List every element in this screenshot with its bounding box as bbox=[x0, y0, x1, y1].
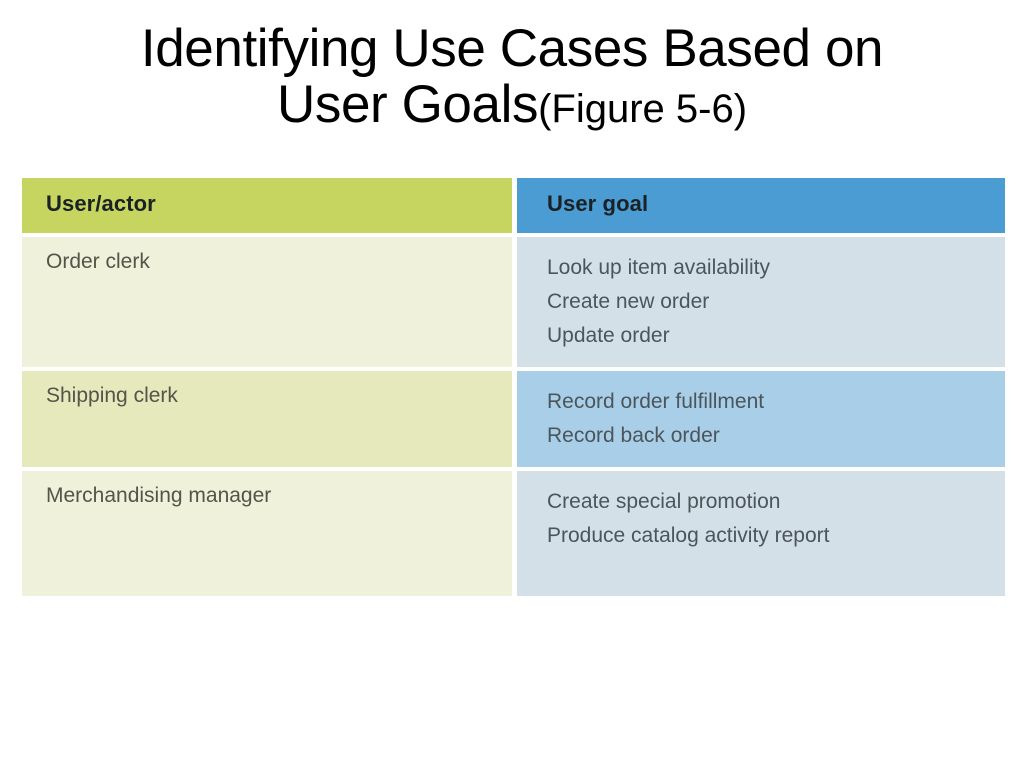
table-row: Order clerk Look up item availability Cr… bbox=[22, 237, 1005, 367]
goal-item: Create special promotion bbox=[547, 490, 781, 513]
goal-item: Produce catalog activity report bbox=[547, 524, 830, 547]
table-header-cell-actor: User/actor bbox=[22, 178, 512, 233]
cell-actor: Order clerk bbox=[22, 237, 512, 367]
table-row: Merchandising manager Create special pro… bbox=[22, 471, 1005, 596]
actor-label: Order clerk bbox=[46, 250, 150, 273]
table-row: Shipping clerk Record order fulfillment … bbox=[22, 371, 1005, 467]
cell-goals: Create special promotion Produce catalog… bbox=[517, 471, 1005, 596]
title-main-line2: User Goals bbox=[276, 75, 539, 135]
title-line-1: Identifying Use Cases Based on bbox=[0, 19, 1024, 78]
goal-item: Update order bbox=[547, 324, 670, 347]
cell-goals: Look up item availability Create new ord… bbox=[517, 237, 1005, 367]
title-main-line1: Identifying Use Cases Based on bbox=[140, 19, 884, 78]
goal-item: Record back order bbox=[547, 424, 720, 447]
cell-goals: Record order fulfillment Record back ord… bbox=[517, 371, 1005, 467]
column-header-user-goal: User goal bbox=[547, 191, 649, 216]
cell-actor: Merchandising manager bbox=[22, 471, 512, 596]
use-case-table: User/actor User goal Order clerk Look up… bbox=[22, 178, 1005, 596]
goal-item: Create new order bbox=[547, 290, 710, 313]
column-gutter bbox=[512, 237, 517, 367]
actor-label: Shipping clerk bbox=[46, 384, 178, 407]
goal-item: Record order fulfillment bbox=[547, 390, 765, 413]
page-title: Identifying Use Cases Based on User Goal… bbox=[0, 19, 1024, 132]
table-header-cell-goal: User goal bbox=[517, 178, 1005, 233]
actor-label: Merchandising manager bbox=[46, 484, 272, 507]
cell-actor: Shipping clerk bbox=[22, 371, 512, 467]
table-header-row: User/actor User goal bbox=[22, 178, 1005, 233]
column-gutter bbox=[512, 471, 517, 596]
column-gutter bbox=[512, 371, 517, 467]
title-figure-reference: (Figure 5-6) bbox=[538, 87, 748, 132]
column-gutter bbox=[512, 178, 517, 233]
goal-item: Look up item availability bbox=[547, 256, 770, 279]
column-header-user-actor: User/actor bbox=[46, 191, 156, 216]
title-line-2: User Goals(Figure 5-6) bbox=[0, 78, 1024, 132]
